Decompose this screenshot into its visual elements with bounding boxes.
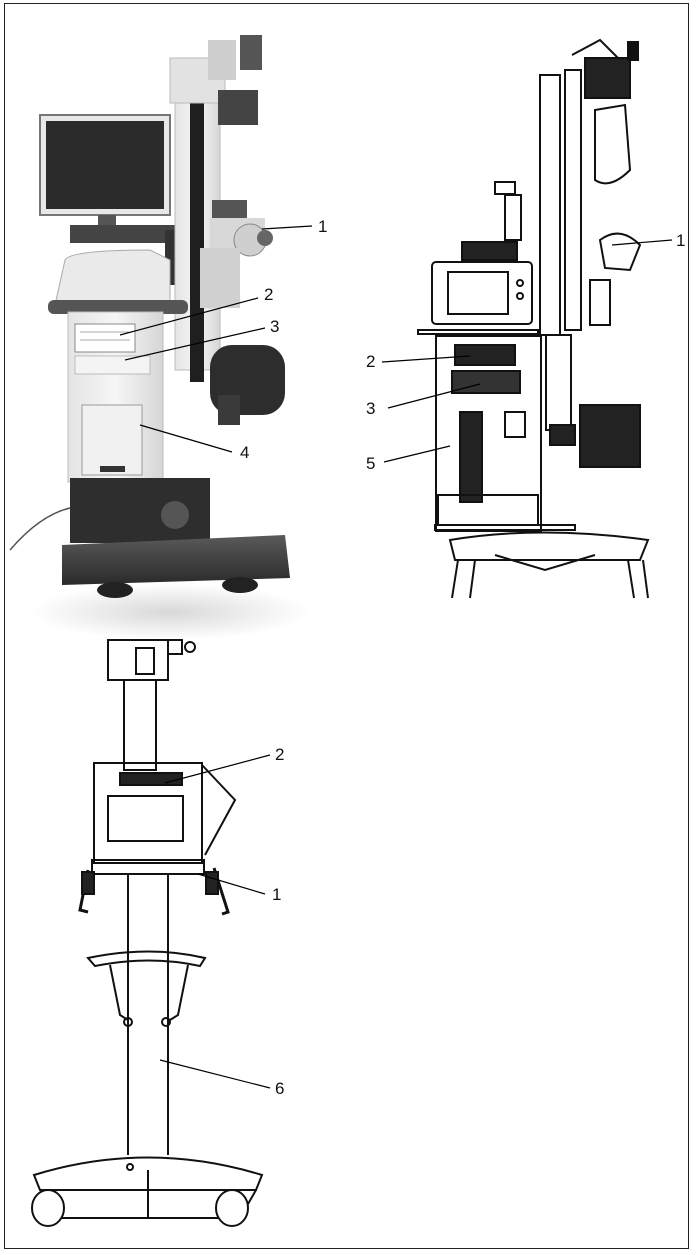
callout-b-3: 3 xyxy=(366,399,376,418)
callout-a-3: 3 xyxy=(270,317,280,336)
device-drawing-front-view xyxy=(31,639,264,1227)
callout-b-1: 1 xyxy=(676,231,686,250)
callout-a-4: 4 xyxy=(240,443,250,462)
callout-a-1: 1 xyxy=(318,217,328,236)
callout-c-6: 6 xyxy=(275,1079,285,1098)
callout-c-2: 2 xyxy=(275,745,285,764)
callout-a-2: 2 xyxy=(264,285,274,304)
leader-lines-fig-b xyxy=(381,239,673,463)
leader-lines-fig-c xyxy=(159,754,271,1089)
callout-b-2: 2 xyxy=(366,352,376,371)
callout-b-5: 5 xyxy=(366,454,376,473)
leader-lines-fig-a xyxy=(119,225,313,453)
device-photo-microscope xyxy=(9,35,310,640)
device-drawing-side-view xyxy=(417,38,650,599)
callout-c-1: 1 xyxy=(272,885,282,904)
